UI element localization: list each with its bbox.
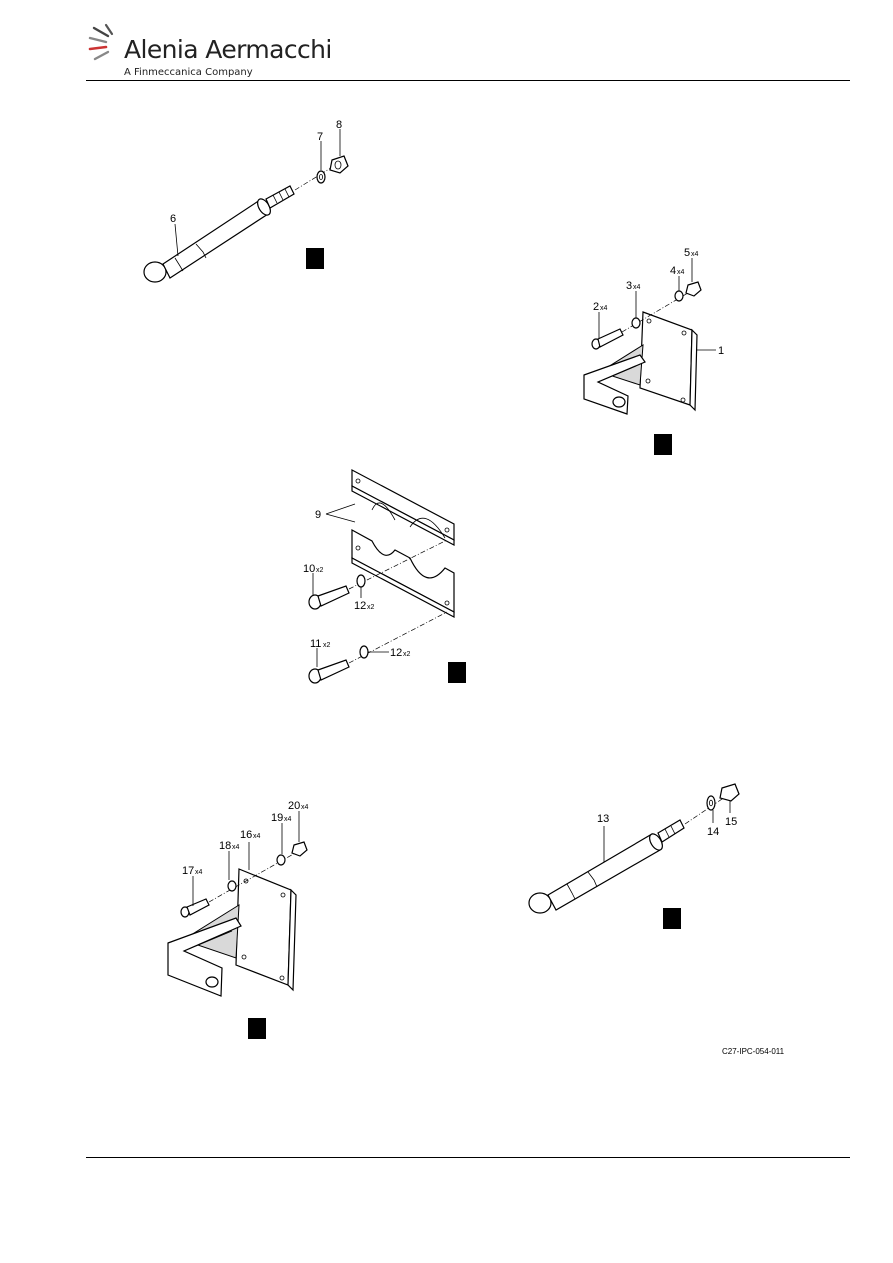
nut-part-20: [291, 841, 308, 857]
washer-part-19: [276, 854, 286, 866]
qty-part-17: x4: [195, 869, 203, 876]
label-part-8: 8: [336, 119, 342, 131]
label-part-3: 3: [626, 280, 632, 292]
washer-part-12b: [359, 645, 369, 659]
nut-part-5: [685, 281, 702, 297]
view-g-badge: [248, 1018, 266, 1039]
label-part-6: 6: [170, 213, 176, 225]
label-part-10: 10: [303, 563, 315, 575]
footer-rule: [86, 1157, 850, 1158]
brand-name: Alenia Aermacchi: [124, 35, 332, 64]
label-part-1: 1: [718, 345, 724, 357]
drawing-code: C27-IPC-054-011: [722, 1047, 785, 1056]
plate-part-9-lower: [351, 528, 455, 618]
label-part-7: 7: [317, 131, 323, 143]
view-g-letter: G: [251, 1022, 263, 1039]
label-part-15: 15: [725, 816, 737, 828]
qty-part-5: x4: [691, 251, 699, 258]
qty-part-11: x2: [323, 642, 331, 649]
washer-part-12a: [356, 574, 366, 588]
view-f-letter: F: [666, 912, 676, 929]
qty-part-2: x4: [600, 305, 608, 312]
label-part-18: 18: [219, 840, 231, 852]
qty-part-12b: x2: [403, 651, 411, 658]
label-part-12a: 12: [354, 600, 366, 612]
washer-part-18: [227, 880, 237, 892]
view-e-badge: [448, 662, 466, 683]
view-c-letter: C: [309, 252, 321, 269]
view-d: 2 x4 3 x4 4 x4 5 x4 1 D: [583, 247, 724, 455]
label-part-11: 11: [310, 638, 321, 650]
view-c-badge: [306, 248, 324, 269]
view-d-letter: D: [657, 438, 669, 455]
washer-part-3: [631, 317, 641, 329]
qty-part-3: x4: [633, 284, 641, 291]
nut-part-8: [329, 155, 349, 174]
washer-part-14: [706, 795, 716, 811]
view-c: 6 7 8 C: [143, 119, 349, 283]
view-d-badge: [654, 434, 672, 455]
view-e: 9 10 x2 12 x2 11 x2 12 x2 E: [303, 469, 466, 684]
label-part-5: 5: [684, 247, 690, 259]
view-f: 13 14 15 F: [528, 783, 740, 929]
page-header: Alenia Aermacchi A Finmeccanica Company: [0, 0, 893, 84]
qty-part-18: x4: [232, 844, 240, 851]
qty-part-16: x4: [253, 833, 261, 840]
alenia-logo-icon: [88, 23, 114, 61]
label-part-13: 13: [597, 813, 609, 825]
handle-part-6: [143, 185, 295, 283]
bolt-part-17: [180, 898, 210, 918]
bracket-part-1: [583, 311, 698, 415]
bolt-part-2: [591, 328, 624, 350]
bracket-part-16: [167, 868, 297, 997]
label-part-9: 9: [315, 509, 321, 521]
label-part-16: 16: [240, 829, 252, 841]
nut-part-15: [719, 783, 740, 802]
view-f-badge: [663, 908, 681, 929]
label-part-4: 4: [670, 265, 676, 277]
washer-part-7: [316, 170, 326, 184]
handle-part-13: [528, 819, 685, 914]
washer-part-4: [674, 290, 684, 302]
view-e-letter: E: [451, 666, 462, 683]
bolt-part-11: [308, 659, 350, 684]
header-rule: [86, 80, 850, 81]
brand-subtitle: A Finmeccanica Company: [124, 67, 253, 78]
label-part-19: 19: [271, 812, 283, 824]
view-g: 17 x4 18 x4 16 x4 19 x4 20 x4 G: [167, 800, 309, 1039]
label-part-14: 14: [707, 826, 719, 838]
qty-part-4: x4: [677, 269, 685, 276]
bolt-part-10: [308, 585, 350, 610]
qty-part-10: x2: [316, 567, 324, 574]
qty-part-19: x4: [284, 816, 292, 823]
plate-part-9-upper: [351, 469, 455, 546]
label-part-20: 20: [288, 800, 300, 812]
label-part-2: 2: [593, 301, 599, 313]
label-part-17: 17: [182, 865, 194, 877]
qty-part-12a: x2: [367, 604, 375, 611]
label-part-12b: 12: [390, 647, 402, 659]
qty-part-20: x4: [301, 804, 309, 811]
